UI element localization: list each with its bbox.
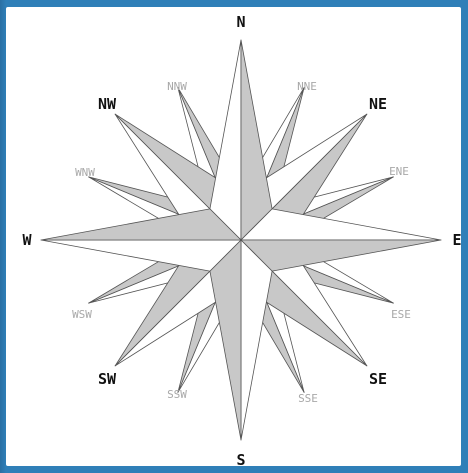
label-nne: NNE xyxy=(297,80,317,93)
point-w-left-half xyxy=(41,240,241,271)
point-w-right-half xyxy=(41,209,241,240)
point-n-left-half xyxy=(210,40,241,240)
point-e-left-half xyxy=(241,209,441,240)
point-s-right-half xyxy=(210,240,241,440)
label-ese: ESE xyxy=(391,308,411,321)
label-ne: NE xyxy=(369,95,387,113)
label-ene: ENE xyxy=(389,165,409,178)
point-n-right-half xyxy=(241,40,272,240)
label-ssw: SSW xyxy=(167,388,187,401)
label-e: E xyxy=(452,231,461,249)
label-nw: NW xyxy=(98,95,117,113)
label-s: S xyxy=(236,451,245,469)
label-sw: SW xyxy=(98,370,117,388)
label-wsw: WSW xyxy=(72,308,92,321)
label-w: W xyxy=(22,231,32,249)
label-n: N xyxy=(236,13,245,31)
point-s-left-half xyxy=(241,240,272,440)
label-wnw: WNW xyxy=(75,166,95,179)
label-se: SE xyxy=(369,370,387,388)
label-sse: SSE xyxy=(298,392,318,405)
label-nnw: NNW xyxy=(167,80,187,93)
point-e-right-half xyxy=(241,240,441,271)
